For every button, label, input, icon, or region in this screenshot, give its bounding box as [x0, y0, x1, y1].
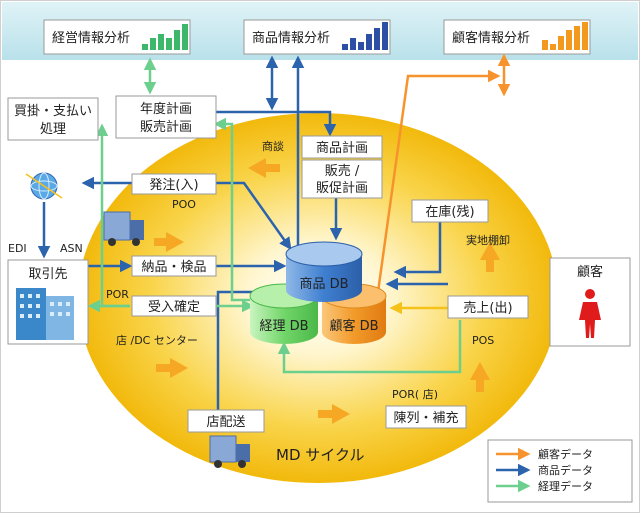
por-store-label: POR( 店) — [392, 387, 438, 401]
legend-product-data: 商品データ — [538, 463, 593, 477]
svg-text:売上(出): 売上(出) — [463, 300, 512, 316]
product-analysis-label: 商品情報分析 — [252, 31, 330, 46]
building-icon — [16, 288, 74, 340]
svg-text:年度計画: 年度計画 — [140, 101, 192, 117]
customerdb-to-analysis-arrow — [376, 69, 501, 293]
svg-text:処理: 処理 — [40, 122, 66, 137]
product-analysis-panel[interactable]: 商品情報分析 — [243, 19, 391, 55]
negotiation-label: 商談 — [262, 139, 284, 153]
svg-text:買掛・支払い: 買掛・支払い — [14, 104, 92, 119]
customer-analysis-label: 顧客情報分析 — [452, 30, 530, 46]
blue-bars-icon — [342, 22, 388, 50]
cycle-arrows — [154, 158, 500, 424]
svg-text:商品計画: 商品計画 — [316, 140, 368, 156]
svg-text:受入確定: 受入確定 — [148, 299, 200, 315]
payables-box[interactable]: 買掛・支払い 処理 — [7, 97, 99, 141]
management-analysis-label: 経営情報分析 — [52, 31, 130, 46]
legend: 顧客データ 商品データ 経理データ — [487, 439, 633, 503]
annual-plan-box[interactable]: 年度計画 販売計画 — [115, 95, 217, 139]
inventory-to-db-arrow — [393, 222, 442, 279]
svg-text:陳列・補充: 陳列・補充 — [393, 410, 458, 426]
svg-text:顧客 DB: 顧客 DB — [329, 318, 378, 334]
supplier-box[interactable]: 取引先 — [7, 259, 89, 345]
store-dc-label: 店 /DC センター — [116, 333, 198, 347]
display-box[interactable]: 陳列・補充 — [385, 405, 467, 429]
truck-icon — [103, 211, 144, 246]
stocktake-label: 実地棚卸 — [466, 233, 510, 247]
sales-out-box[interactable]: 売上(出) — [447, 295, 529, 319]
product-db[interactable]: 商品 DB — [285, 241, 363, 302]
svg-text:取引先: 取引先 — [28, 267, 67, 282]
legend-accounting-data: 経理データ — [538, 479, 593, 493]
svg-text:在庫(残): 在庫(残) — [425, 205, 474, 220]
svg-text:発注(入): 発注(入) — [149, 178, 198, 193]
order-to-db-arrow — [216, 181, 292, 251]
svg-text:販促計画: 販促計画 — [316, 180, 368, 196]
pos-label: POS — [472, 334, 494, 347]
inventory-box[interactable]: 在庫(残) — [411, 199, 489, 223]
customer-box[interactable]: 顧客 — [549, 257, 631, 347]
sales-to-accounting-arrow — [277, 320, 462, 374]
plan-to-productplan-arrow — [216, 110, 337, 137]
svg-text:経理 DB: 経理 DB — [259, 319, 308, 334]
person-icon — [579, 289, 601, 338]
svg-text:店配送: 店配送 — [206, 415, 245, 430]
svg-text:納品・検品: 納品・検品 — [141, 260, 206, 275]
svg-text:商品 DB: 商品 DB — [299, 277, 348, 292]
orange-bars-icon — [542, 22, 588, 50]
legend-customer-data: 顧客データ — [538, 447, 593, 461]
svg-text:販売計画: 販売計画 — [140, 119, 192, 135]
accounting-db[interactable]: 経理 DB — [249, 283, 319, 344]
asn-label: ASN — [60, 242, 83, 255]
poo-label: POO — [172, 198, 196, 211]
green-bars-icon — [142, 24, 188, 50]
por-label: POR — [106, 288, 129, 301]
management-analysis-panel[interactable]: 経営情報分析 — [43, 19, 191, 55]
delivery-truck-icon — [209, 435, 250, 468]
promo-plan-box[interactable]: 販売 / 販促計画 — [301, 159, 383, 199]
svg-text:販売 /: 販売 / — [325, 163, 360, 179]
customer-analysis-panel[interactable]: 顧客情報分析 — [443, 19, 591, 55]
edi-label: EDI — [8, 242, 27, 255]
store-delivery-box[interactable]: 店配送 — [187, 409, 265, 433]
svg-text:顧客: 顧客 — [577, 264, 603, 280]
stock-in-box[interactable]: 納品・検品 — [131, 255, 217, 277]
order-in-box[interactable]: 発注(入) — [131, 173, 217, 195]
product-plan-box[interactable]: 商品計画 — [301, 135, 383, 159]
receiving-box[interactable]: 受入確定 — [131, 295, 217, 317]
md-cycle-label: MD サイクル — [276, 446, 365, 464]
globe-icon — [25, 172, 63, 200]
